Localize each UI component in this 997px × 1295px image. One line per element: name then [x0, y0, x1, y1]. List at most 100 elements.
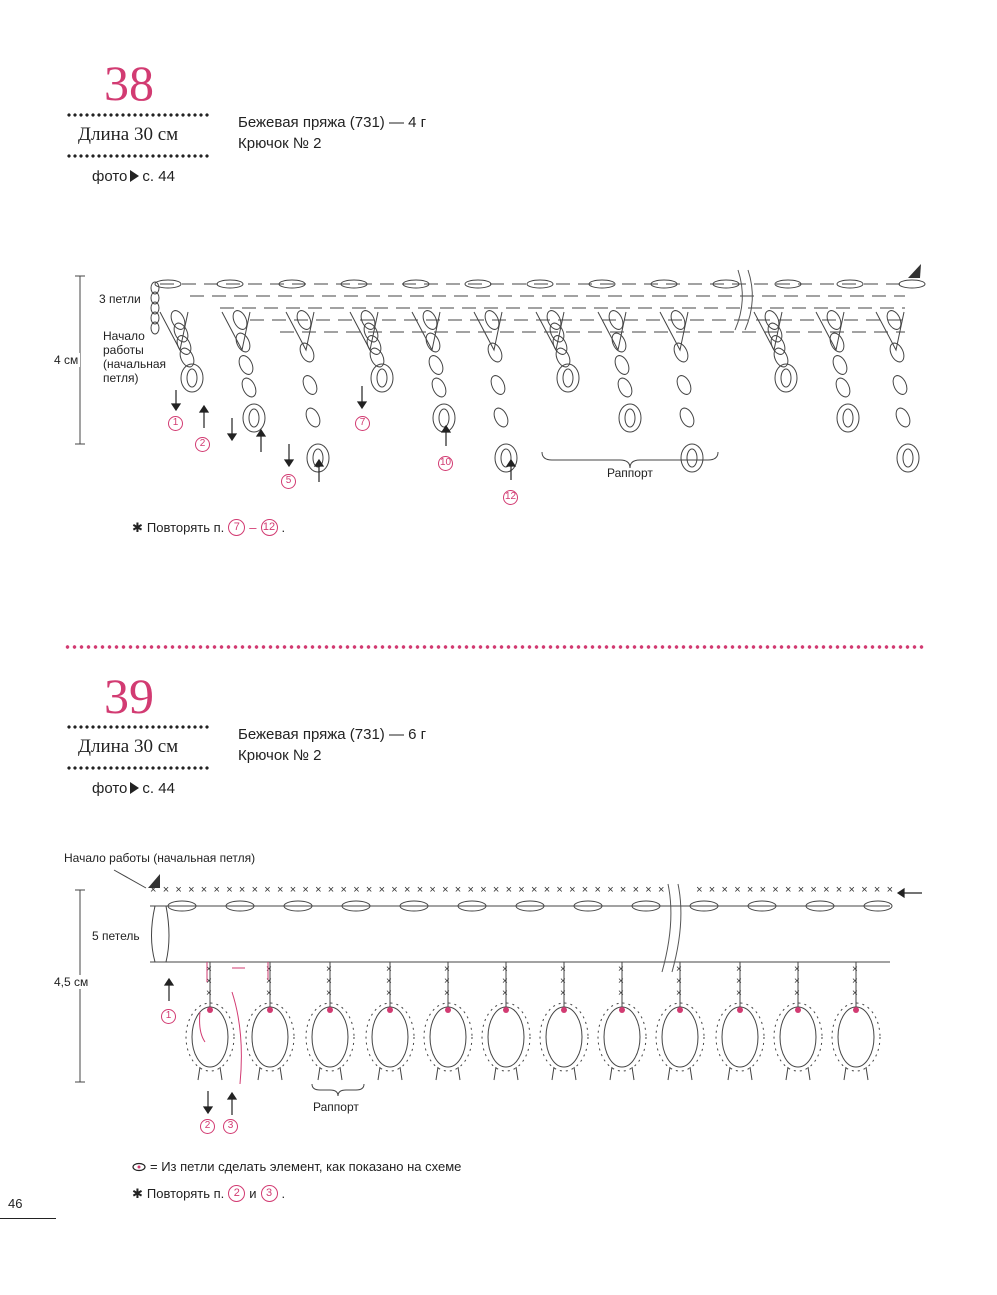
- loop-element-icon: [132, 1162, 146, 1171]
- svg-text:×: ×: [736, 964, 742, 975]
- svg-text:×: ×: [874, 884, 880, 896]
- asterisk-icon: ✱: [132, 1185, 143, 1201]
- svg-text:×: ×: [544, 884, 550, 896]
- svg-text:×: ×: [468, 884, 474, 896]
- photo-page: с. 44: [142, 780, 175, 797]
- svg-text:×: ×: [366, 884, 372, 896]
- direction-arrows: [170, 386, 517, 482]
- svg-text:×: ×: [252, 884, 258, 896]
- pattern-number: 38: [104, 55, 154, 111]
- row-marker: 12: [503, 486, 518, 505]
- svg-text:×: ×: [676, 964, 682, 975]
- height-label: 4 см: [52, 353, 81, 367]
- start-marker-icon: [148, 874, 160, 888]
- svg-text:×: ×: [810, 884, 816, 896]
- svg-text:×: ×: [849, 884, 855, 896]
- svg-text:×: ×: [861, 884, 867, 896]
- svg-text:×: ×: [569, 884, 575, 896]
- svg-text:×: ×: [502, 988, 508, 999]
- svg-text:×: ×: [163, 884, 169, 896]
- hook-info: Крючок № 2: [238, 747, 322, 764]
- svg-text:×: ×: [188, 884, 194, 896]
- svg-text:×: ×: [302, 884, 308, 896]
- svg-text:×: ×: [391, 884, 397, 896]
- photo-label: фото: [92, 168, 128, 185]
- svg-text:×: ×: [823, 884, 829, 896]
- row-marker: 3: [223, 1115, 238, 1134]
- direction-arrows: [163, 977, 238, 1115]
- photo-page: с. 44: [142, 168, 175, 185]
- note-text: Повторять п.: [146, 520, 225, 535]
- svg-text:×: ×: [734, 884, 740, 896]
- start-label-line: петля): [103, 371, 139, 385]
- svg-text:×: ×: [852, 988, 858, 999]
- svg-text:×: ×: [226, 884, 232, 896]
- svg-text:×: ×: [518, 884, 524, 896]
- start-label-line: (начальная: [103, 357, 167, 371]
- svg-text:×: ×: [887, 884, 893, 896]
- note-and: и: [249, 1186, 257, 1201]
- start-label-line: Начало: [103, 329, 145, 343]
- repeat-note: ✱ Повторять п. 2 и 3.: [132, 1185, 286, 1202]
- repeat-label: Раппорт: [313, 1100, 359, 1114]
- svg-text:×: ×: [620, 884, 626, 896]
- svg-text:×: ×: [290, 884, 296, 896]
- svg-text:×: ×: [417, 884, 423, 896]
- pattern-length: Длина 30 см: [78, 124, 179, 145]
- svg-text:×: ×: [676, 988, 682, 999]
- divider: [66, 154, 210, 158]
- svg-text:×: ×: [582, 884, 588, 896]
- svg-text:×: ×: [493, 884, 499, 896]
- chain-label: 3 петли: [99, 292, 141, 306]
- svg-text:×: ×: [852, 964, 858, 975]
- yarn-info: Бежевая пряжа (731) — 6 г: [238, 726, 427, 743]
- svg-text:×: ×: [379, 884, 385, 896]
- materials: Бежевая пряжа (731) — 4 г Крючок № 2: [238, 112, 426, 154]
- svg-text:×: ×: [633, 884, 639, 896]
- svg-text:×: ×: [239, 884, 245, 896]
- svg-text:×: ×: [852, 976, 858, 987]
- svg-text:×: ×: [277, 884, 283, 896]
- row-marker: 2: [195, 433, 210, 452]
- svg-text:×: ×: [214, 884, 220, 896]
- row-marker: 1: [168, 412, 183, 431]
- svg-text:×: ×: [709, 884, 715, 896]
- crochet-chart-38: [75, 264, 926, 473]
- svg-text:×: ×: [404, 884, 410, 896]
- svg-text:×: ×: [794, 988, 800, 999]
- svg-text:×: ×: [736, 988, 742, 999]
- svg-text:×: ×: [201, 884, 207, 896]
- svg-text:×: ×: [658, 884, 664, 896]
- svg-text:×: ×: [341, 884, 347, 896]
- svg-text:×: ×: [444, 976, 450, 987]
- svg-text:×: ×: [444, 964, 450, 975]
- svg-text:×: ×: [353, 884, 359, 896]
- hook-info: Крючок № 2: [238, 135, 322, 152]
- section-separator: [64, 645, 924, 649]
- svg-text:×: ×: [722, 884, 728, 896]
- svg-text:×: ×: [772, 884, 778, 896]
- svg-text:×: ×: [676, 976, 682, 987]
- svg-text:×: ×: [618, 988, 624, 999]
- row-marker: 5: [281, 470, 296, 489]
- svg-text:×: ×: [785, 884, 791, 896]
- svg-text:×: ×: [618, 964, 624, 975]
- svg-text:×: ×: [444, 988, 450, 999]
- svg-text:×: ×: [747, 884, 753, 896]
- photo-reference: фото с. 44: [92, 780, 175, 797]
- arrow-right-icon: [130, 782, 140, 794]
- svg-text:×: ×: [386, 988, 392, 999]
- svg-text:×: ×: [696, 884, 702, 896]
- svg-text:×: ×: [442, 884, 448, 896]
- row-marker: 7: [355, 412, 370, 431]
- svg-text:×: ×: [386, 976, 392, 987]
- svg-text:×: ×: [736, 976, 742, 987]
- photo-label: фото: [92, 780, 128, 797]
- pattern-length: Длина 30 см: [78, 736, 179, 757]
- svg-text:×: ×: [266, 988, 272, 999]
- svg-text:×: ×: [328, 884, 334, 896]
- svg-text:×: ×: [150, 884, 156, 896]
- svg-text:×: ×: [798, 884, 804, 896]
- svg-text:×: ×: [326, 964, 332, 975]
- svg-text:×: ×: [206, 988, 212, 999]
